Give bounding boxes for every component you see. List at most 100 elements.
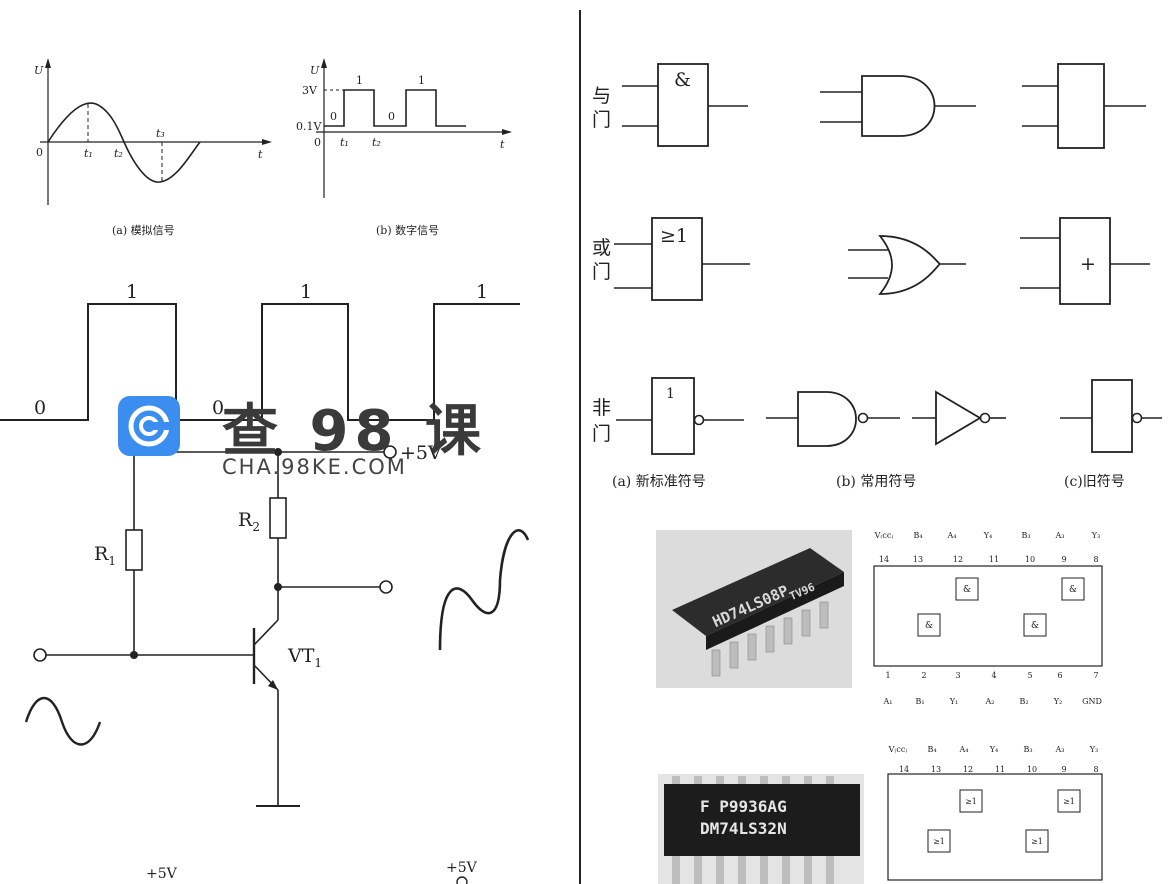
and-label-1: 与 (592, 85, 611, 107)
svg-text:14: 14 (899, 765, 909, 774)
svg-text:≥1: ≥1 (1063, 797, 1075, 806)
chip2-photo: F P9936AG DM74LS32N (658, 774, 864, 884)
caption-old: (c)旧符号 (1064, 474, 1125, 490)
not-label-2: 门 (592, 423, 611, 445)
and-symbol-new: & (674, 69, 691, 91)
nand-gate-common (797, 391, 857, 447)
svg-text:B₁: B₁ (915, 697, 924, 706)
square-low-2: 0 (212, 397, 224, 419)
digital-waveform (324, 89, 466, 127)
analog-t2: t₂ (114, 147, 123, 160)
resistor-r1 (125, 529, 143, 571)
vt1-label: VT1 (287, 645, 322, 670)
svg-text:11: 11 (989, 555, 999, 564)
or-label-1: 或 (592, 237, 611, 259)
chip2-text: F P9936AG (700, 797, 787, 816)
or-symbol-new: ≥1 (660, 225, 688, 247)
chip1-photo: HD74LS08P TV96 (656, 530, 852, 688)
square-low-1: 0 (34, 397, 46, 419)
svg-text:A₃: A₃ (1055, 531, 1065, 540)
watermark-url: CHA.98KE.COM (222, 455, 407, 479)
not-label-1: 非 (592, 397, 611, 419)
svg-text:9: 9 (1061, 555, 1066, 564)
svg-text:B₃: B₃ (1023, 745, 1032, 754)
svg-text:13: 13 (931, 765, 941, 774)
r2-label: R2 (238, 509, 260, 534)
svg-text:A₂: A₂ (985, 697, 995, 706)
svg-text:&: & (963, 585, 971, 595)
or-symbol-old: + (1080, 253, 1096, 275)
or-gate-common (878, 235, 941, 295)
digital-t1: t₁ (340, 136, 349, 149)
analog-signal-plot: U t 0 t₁ t₂ t₃ (a) 模拟信号 (34, 58, 272, 237)
or-gate-new (651, 217, 703, 301)
chip2-pinout: V₍cc₎ B₄ A₄ Y₄ B₃ A₃ Y₃ 14 13 12 11 10 9… (887, 745, 1103, 881)
not-gate-common (935, 390, 982, 446)
and-gate-common (861, 75, 936, 137)
svg-text:9: 9 (1061, 765, 1066, 774)
svg-text:&: & (925, 621, 933, 631)
or-label-2: 门 (592, 261, 611, 283)
svg-text:5: 5 (1027, 671, 1032, 680)
r1-label: R1 (94, 543, 116, 568)
svg-text:A₃: A₃ (1055, 745, 1065, 754)
chip2-subtext: DM74LS32N (700, 819, 787, 838)
supply-terminal (383, 445, 397, 459)
svg-text:≥1: ≥1 (965, 797, 977, 806)
svg-text:B₄: B₄ (913, 531, 922, 540)
square-high-3: 1 (476, 281, 488, 303)
svg-text:Y₄: Y₄ (989, 745, 999, 754)
digital-v-low: 0.1V (296, 120, 322, 133)
square-high-1: 1 (126, 281, 138, 303)
svg-text:3: 3 (955, 671, 960, 680)
watermark-brand: 查 98 课 (222, 399, 487, 464)
digital-origin: 0 (314, 136, 321, 149)
svg-text:6: 6 (1057, 671, 1062, 680)
not-symbol-new: 1 (666, 386, 675, 402)
logic-gates-table: 与 门 & 或 门 ≥1 + 非 门 (592, 63, 1162, 490)
and-gate-new (657, 63, 709, 147)
svg-text:12: 12 (953, 555, 963, 564)
svg-text:≥1: ≥1 (1031, 837, 1043, 846)
svg-text:&: & (1031, 621, 1039, 631)
resistor-r2 (269, 497, 287, 539)
caption-new: (a) 新标准符号 (612, 474, 706, 490)
bottom-supply-right: +5V (446, 860, 478, 876)
svg-text:8: 8 (1093, 555, 1098, 564)
digital-x-label: t (500, 138, 505, 151)
digital-signal-plot: U t 0 3V 0.1V t₁ t₂ 1 1 0 0 (b) 数字信号 (296, 58, 512, 237)
svg-text:Y₄: Y₄ (983, 531, 993, 540)
square-wave: 1 1 1 0 0 (0, 281, 520, 421)
digital-high-2: 1 (418, 74, 425, 87)
transistor-circuit: +5V R1 R2 VT1 +5V +5V (24, 442, 530, 884)
svg-text:4: 4 (991, 671, 996, 680)
watermark-logo-icon (118, 396, 180, 456)
svg-text:14: 14 (879, 555, 889, 564)
and-gate-old (1057, 63, 1105, 149)
input-terminal (33, 648, 47, 662)
svg-text:&: & (1069, 585, 1077, 595)
square-high-2: 1 (300, 281, 312, 303)
svg-text:Y₃: Y₃ (1089, 745, 1099, 754)
svg-text:7: 7 (1093, 671, 1098, 680)
caption-common: (b) 常用符号 (836, 474, 916, 490)
svg-text:V₍cc₎: V₍cc₎ (874, 531, 894, 540)
digital-y-label: U (310, 64, 320, 77)
svg-text:A₄: A₄ (959, 745, 969, 754)
input-sine (24, 696, 102, 746)
analog-t3: t₃ (156, 127, 165, 140)
svg-text:13: 13 (913, 555, 923, 564)
bottom-supply-left: +5V (146, 866, 178, 882)
svg-text:A₄: A₄ (947, 531, 957, 540)
sine-curve (47, 102, 201, 183)
digital-v-high: 3V (302, 84, 318, 97)
svg-text:B₂: B₂ (1019, 697, 1028, 706)
svg-text:10: 10 (1027, 765, 1037, 774)
digital-caption: (b) 数字信号 (376, 223, 439, 237)
or-gate-old (1059, 217, 1111, 305)
svg-text:8: 8 (1093, 765, 1098, 774)
digital-low-1: 0 (330, 110, 337, 123)
analog-origin: 0 (36, 146, 43, 159)
chip1-pinout: V₍cc₎ B₄ A₄ Y₄ B₃ A₃ Y₃ 14 13 12 11 10 9… (873, 531, 1103, 706)
svg-text:B₄: B₄ (927, 745, 936, 754)
